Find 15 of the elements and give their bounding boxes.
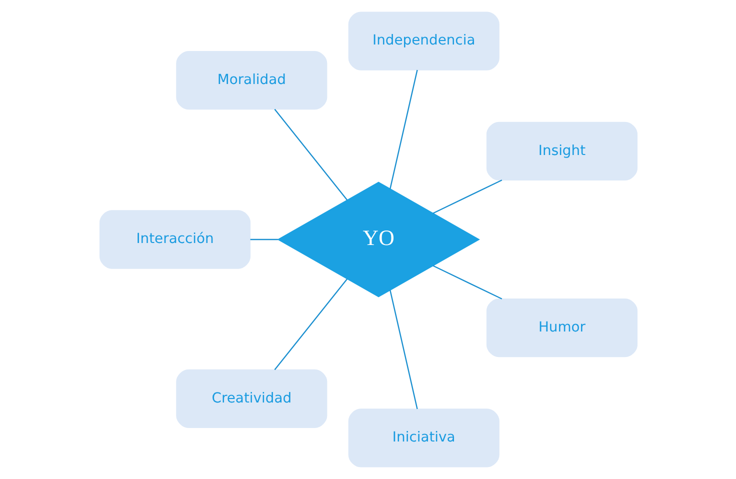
node-box: Humor: [486, 298, 638, 358]
node-box: Moralidad: [176, 51, 327, 110]
node-box: Creatividad: [176, 369, 327, 428]
connector: [389, 290, 418, 410]
node-box: Iniciativa: [348, 408, 499, 468]
node-diamond: YO: [276, 182, 480, 298]
connector: [274, 108, 348, 201]
connector: [274, 278, 348, 370]
connector: [250, 238, 278, 240]
node-box: Insight: [486, 122, 638, 180]
connector: [389, 70, 418, 190]
connector: [432, 265, 502, 300]
node-box: Interacción: [98, 210, 250, 269]
connector: [432, 180, 502, 214]
node-box: Independencia: [348, 12, 499, 70]
